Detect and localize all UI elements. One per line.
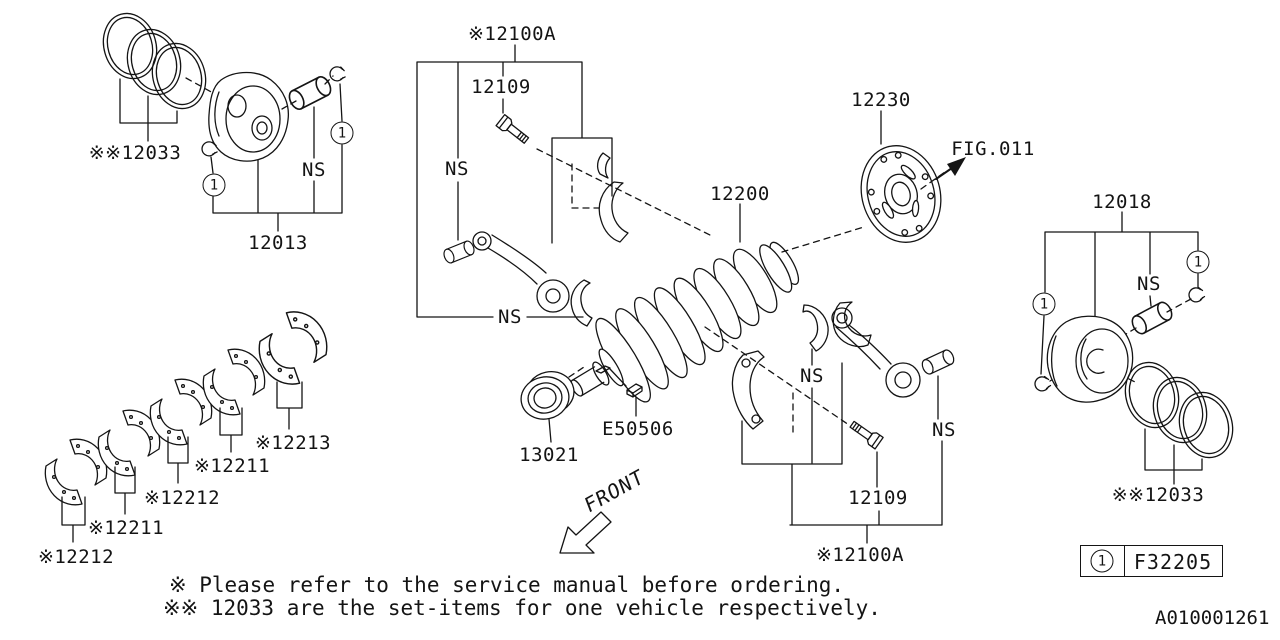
conrod-group-top-art [416,44,715,327]
marker-1-piston-left-b: 1 [330,121,354,145]
footnote-set-items: ※※ 12033 are the set-items for one vehic… [163,596,881,620]
bolt-top-label: 12109 [471,76,531,98]
conrod-set-top-label: ※12100A [467,23,557,45]
drive-plate-label: 12230 [851,89,911,111]
footnote-service-manual: ※ Please refer to the service manual bef… [169,573,845,597]
legend-divider [1124,546,1125,576]
bearing-set5-label: ※12213 [254,432,332,454]
legend-code: F32205 [1133,550,1213,574]
piston-ring-set-left-art [102,12,225,142]
sprocket-art [520,366,585,443]
front-arrow-icon [559,511,612,554]
rings-left-label: ※※12033 [88,142,182,164]
ns-label-bushing-top: NS [445,158,469,180]
piston-left-art [200,64,348,232]
ns-label-piston-right: NS [1137,273,1161,295]
crankshaft-label: 12200 [710,183,770,205]
legend-box [1080,545,1223,577]
piston-left-label: 12013 [248,232,308,254]
bearing-set1-label: ※12212 [37,546,115,568]
bearing-set4-label: ※12211 [193,455,271,477]
rings-right-label: ※※12033 [1111,484,1205,506]
legend-marker-1: 1 [1090,549,1114,573]
bearing-set3-label: ※12212 [143,487,221,509]
ns-label-piston-left: NS [302,159,326,181]
drive-plate-art [781,110,946,253]
bolt-bottom-label: 12109 [848,487,908,509]
piston-right-label: 12018 [1092,191,1152,213]
bearing-set2-label: ※12211 [87,517,165,539]
ns-label-bushing-bottom: NS [932,419,956,441]
crankshaft-art [570,203,829,464]
marker-1-piston-right-a: 1 [1032,292,1056,316]
marker-1-piston-right-b: 1 [1186,250,1210,274]
fig-ref-arrow-icon [935,157,966,180]
marker-1-piston-left-a: 1 [202,173,226,197]
main-bearings-art [44,311,328,543]
ns-label-conrod-top: NS [498,306,522,328]
woodruff-key-art [609,368,643,417]
conrod-set-bottom-label: ※12100A [815,544,905,566]
ns-label-bearing-center: NS [800,365,824,387]
key-label: E50506 [602,418,674,440]
fig-ref-link[interactable]: FIG.011 [951,138,1035,160]
piston-right-art [1034,211,1206,403]
sprocket-label: 13021 [519,444,579,466]
doc-code: A010001261 [1155,607,1270,629]
conrod-group-bottom-art [704,301,957,544]
piston-ring-set-right-art [1124,361,1234,485]
